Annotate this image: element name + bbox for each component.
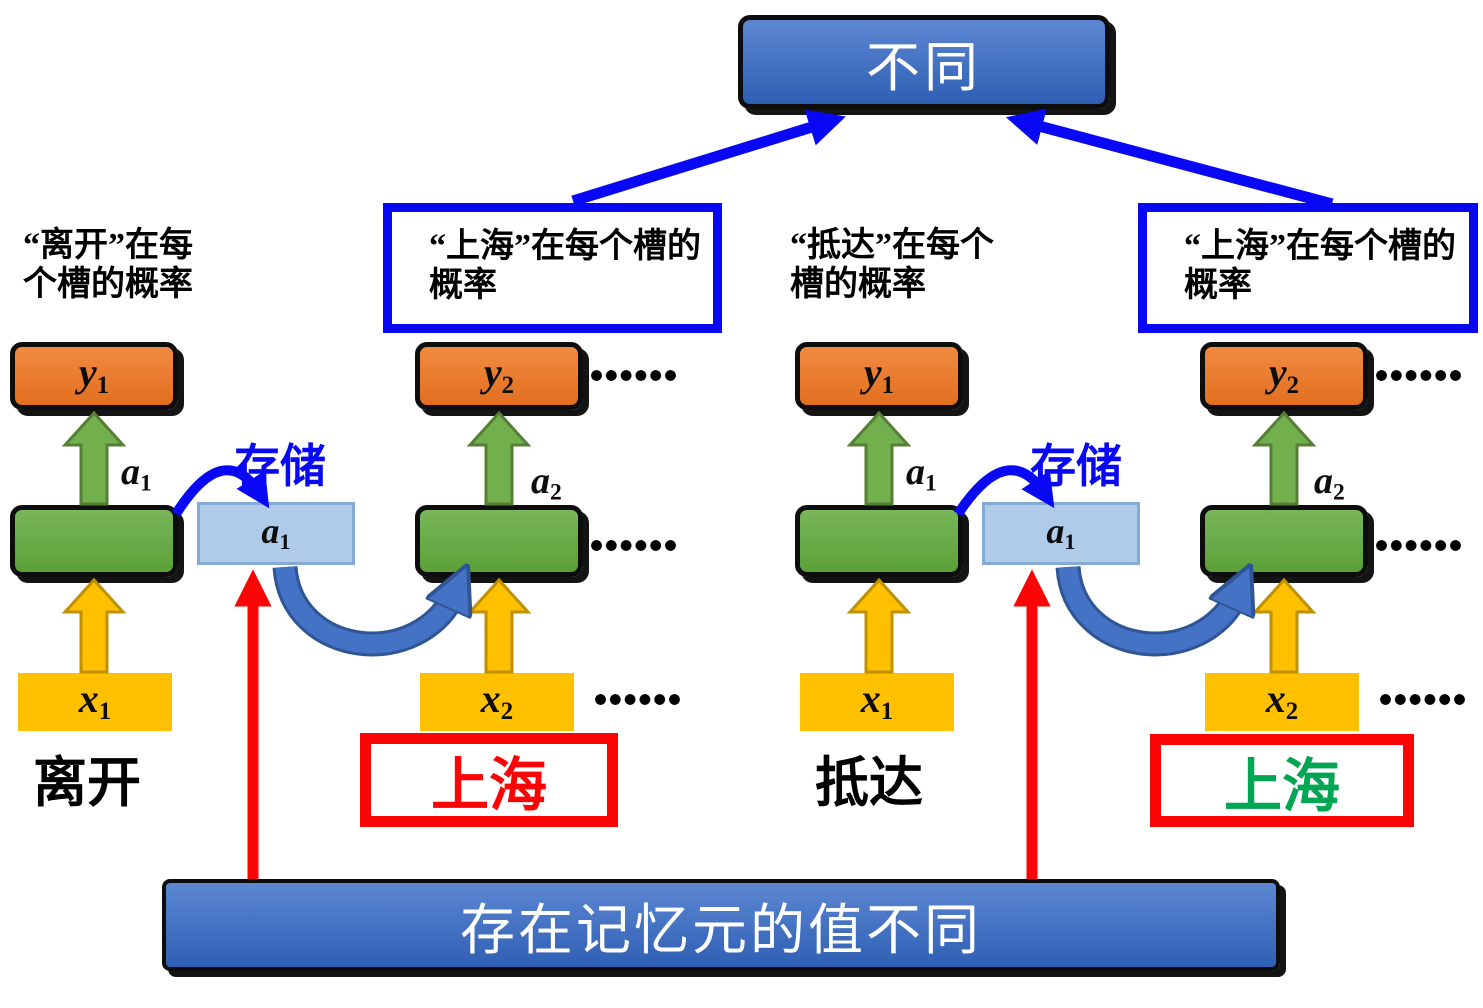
yellow-arrow-col4	[1251, 577, 1317, 674]
output-box-y2-right: y2	[1200, 342, 1368, 410]
recall-swoosh-left	[275, 567, 456, 654]
green-arrow-col3	[846, 410, 912, 506]
caption-arrive-line2: 槽的概率	[790, 266, 926, 303]
word-box-shanghai-left: 上海	[360, 733, 618, 827]
green-arrow-col2	[466, 410, 532, 506]
memory-cell-a1-right: a1	[982, 502, 1140, 565]
x2-left-label: x	[480, 676, 501, 722]
word-shanghai-right: 上海	[1223, 753, 1340, 819]
caption-leave-line1: “离开”在每	[23, 227, 193, 264]
bottom-memory-different-box: 存在记忆元的值不同	[162, 879, 1280, 971]
hidden-box-right1	[795, 505, 963, 577]
word-arrive: 抵达	[815, 753, 923, 813]
ellipsis-dots-y2-left	[590, 369, 678, 382]
caption-arrive: “抵达”在每个 槽的概率	[790, 226, 994, 304]
y2-right-label: y	[1268, 350, 1287, 396]
bottom-memory-different-label: 存在记忆元的值不同	[459, 899, 982, 961]
top-different-box: 不同	[738, 15, 1110, 109]
store-label-right: 存储	[1030, 441, 1122, 492]
green-arrow-col1	[61, 410, 127, 506]
output-box-y1-left: y1	[10, 342, 178, 410]
recall-swoosh-right-outline	[1055, 565, 1251, 657]
a1-label-left: a1	[121, 451, 152, 497]
caption-arrive-line1: “抵达”在每个	[790, 227, 994, 264]
recall-swoosh-left-outline	[272, 565, 468, 657]
y1-left-label: y	[78, 350, 97, 396]
ellipsis-dots-x2-right	[1379, 693, 1467, 706]
ellipsis-dots-y2-right	[1375, 369, 1463, 382]
output-box-y2-left: y2	[415, 342, 583, 410]
prob-box-right-text: “上海”在每个槽的 概率	[1147, 212, 1469, 305]
hidden-box-left2	[415, 505, 583, 577]
yellow-arrow-col3	[846, 577, 912, 674]
ellipsis-dots-hidden-right	[1375, 539, 1463, 552]
caption-leave-line2: 个槽的概率	[23, 266, 193, 303]
yellow-arrow-col1	[61, 577, 127, 674]
memory-cell-a1-left: a1	[197, 502, 355, 565]
word-box-shanghai-right: 上海	[1150, 734, 1414, 827]
hidden-box-left1	[10, 505, 178, 577]
caption-leave: “离开”在每 个槽的概率	[23, 226, 193, 304]
blue-arrow-right-to-top	[1005, 108, 1334, 210]
input-box-x2-right: x2	[1205, 673, 1359, 731]
blue-arrow-left-to-top	[571, 109, 846, 207]
prob-box-shanghai-left: “上海”在每个槽的 概率	[383, 203, 722, 333]
prob-box-left-text: “上海”在每个槽的 概率	[392, 212, 713, 305]
yellow-arrow-col2	[466, 577, 532, 674]
green-arrow-col4	[1251, 410, 1317, 506]
y2-left-label: y	[483, 350, 502, 396]
recall-swoosh-right	[1058, 567, 1239, 654]
input-box-x1-right: x1	[800, 673, 954, 731]
x2-right-label: x	[1265, 676, 1286, 722]
prob-box-right-line2: 概率	[1184, 267, 1252, 304]
store-label-left: 存储	[234, 441, 326, 492]
prob-box-shanghai-right: “上海”在每个槽的 概率	[1138, 203, 1478, 333]
output-box-y1-right: y1	[795, 342, 963, 410]
a2-label-left: a2	[531, 460, 562, 506]
y1-right-label: y	[863, 350, 882, 396]
a2-label-right: a2	[1314, 460, 1345, 506]
word-shanghai-left: 上海	[430, 753, 547, 818]
word-leave: 离开	[33, 753, 141, 813]
x1-right-label: x	[860, 676, 881, 722]
ellipsis-dots-x2-left	[594, 693, 682, 706]
hidden-box-right2	[1200, 505, 1368, 577]
a1-label-right: a1	[906, 451, 937, 497]
prob-box-left-line2: 概率	[429, 267, 497, 304]
top-different-label: 不同	[866, 37, 982, 98]
prob-box-right-line1: “上海”在每个槽的	[1184, 228, 1456, 265]
input-box-x1-left: x1	[18, 673, 172, 731]
x1-left-label: x	[78, 676, 99, 722]
prob-box-left-line1: “上海”在每个槽的	[429, 228, 701, 265]
ellipsis-dots-hidden-left	[590, 539, 678, 552]
input-box-x2-left: x2	[420, 673, 574, 731]
